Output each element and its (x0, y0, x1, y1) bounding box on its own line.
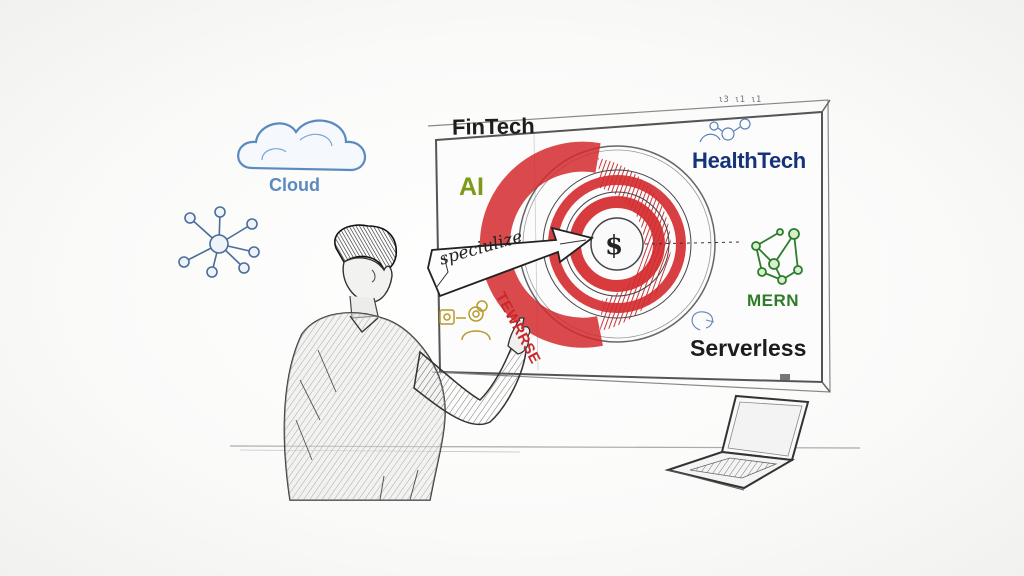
molecule-icon (699, 118, 751, 143)
laptop-icon (664, 394, 810, 491)
mern-label: MERN (747, 291, 800, 310)
healthtech-label: HealthTech (692, 148, 806, 173)
ai-label: AI (459, 173, 484, 201)
cloud-label: Cloud (269, 175, 320, 195)
fintech-label: FinTech (451, 113, 535, 140)
cloud-icon (237, 119, 367, 172)
person-figure (283, 224, 531, 501)
serverless-swirl-icon (691, 311, 715, 331)
gear-person-icon (439, 300, 491, 341)
svg-text:$: $ (605, 231, 623, 261)
dollar-sign-icon: $ (605, 231, 623, 261)
serverless-label: Serverless (690, 335, 807, 361)
specialize-arrow (427, 226, 595, 298)
network-hub-icon (178, 206, 260, 278)
board-scribble: ι3 ι1 ι1 (718, 95, 762, 105)
node-graph-icon (751, 228, 803, 285)
